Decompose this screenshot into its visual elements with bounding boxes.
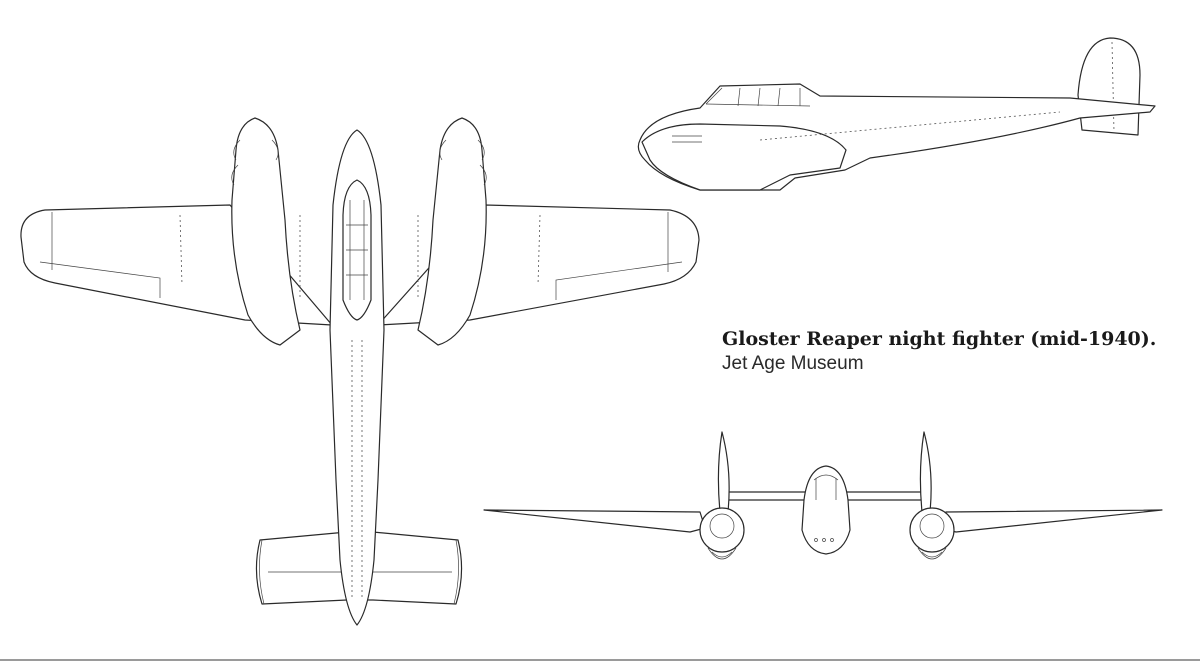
front-left-wing <box>483 509 706 533</box>
front-fuselage <box>801 465 851 555</box>
bottom-rule <box>0 659 1200 661</box>
caption-credit: Jet Age Museum <box>722 353 864 374</box>
side-fin <box>1077 37 1141 136</box>
front-left-fin <box>717 431 730 513</box>
side-view <box>637 37 1156 191</box>
caption-title: Gloster Reaper night fighter (mid-1940). <box>722 328 1157 350</box>
figure-caption: Gloster Reaper night fighter (mid-1940).… <box>722 327 1192 377</box>
front-left-nacelle <box>699 507 745 553</box>
front-right-fin <box>919 431 932 513</box>
front-right-nacelle <box>909 507 955 553</box>
front-view <box>483 431 1163 560</box>
plan-view <box>20 117 700 626</box>
front-right-wing <box>940 509 1163 533</box>
side-nacelle <box>641 123 847 191</box>
